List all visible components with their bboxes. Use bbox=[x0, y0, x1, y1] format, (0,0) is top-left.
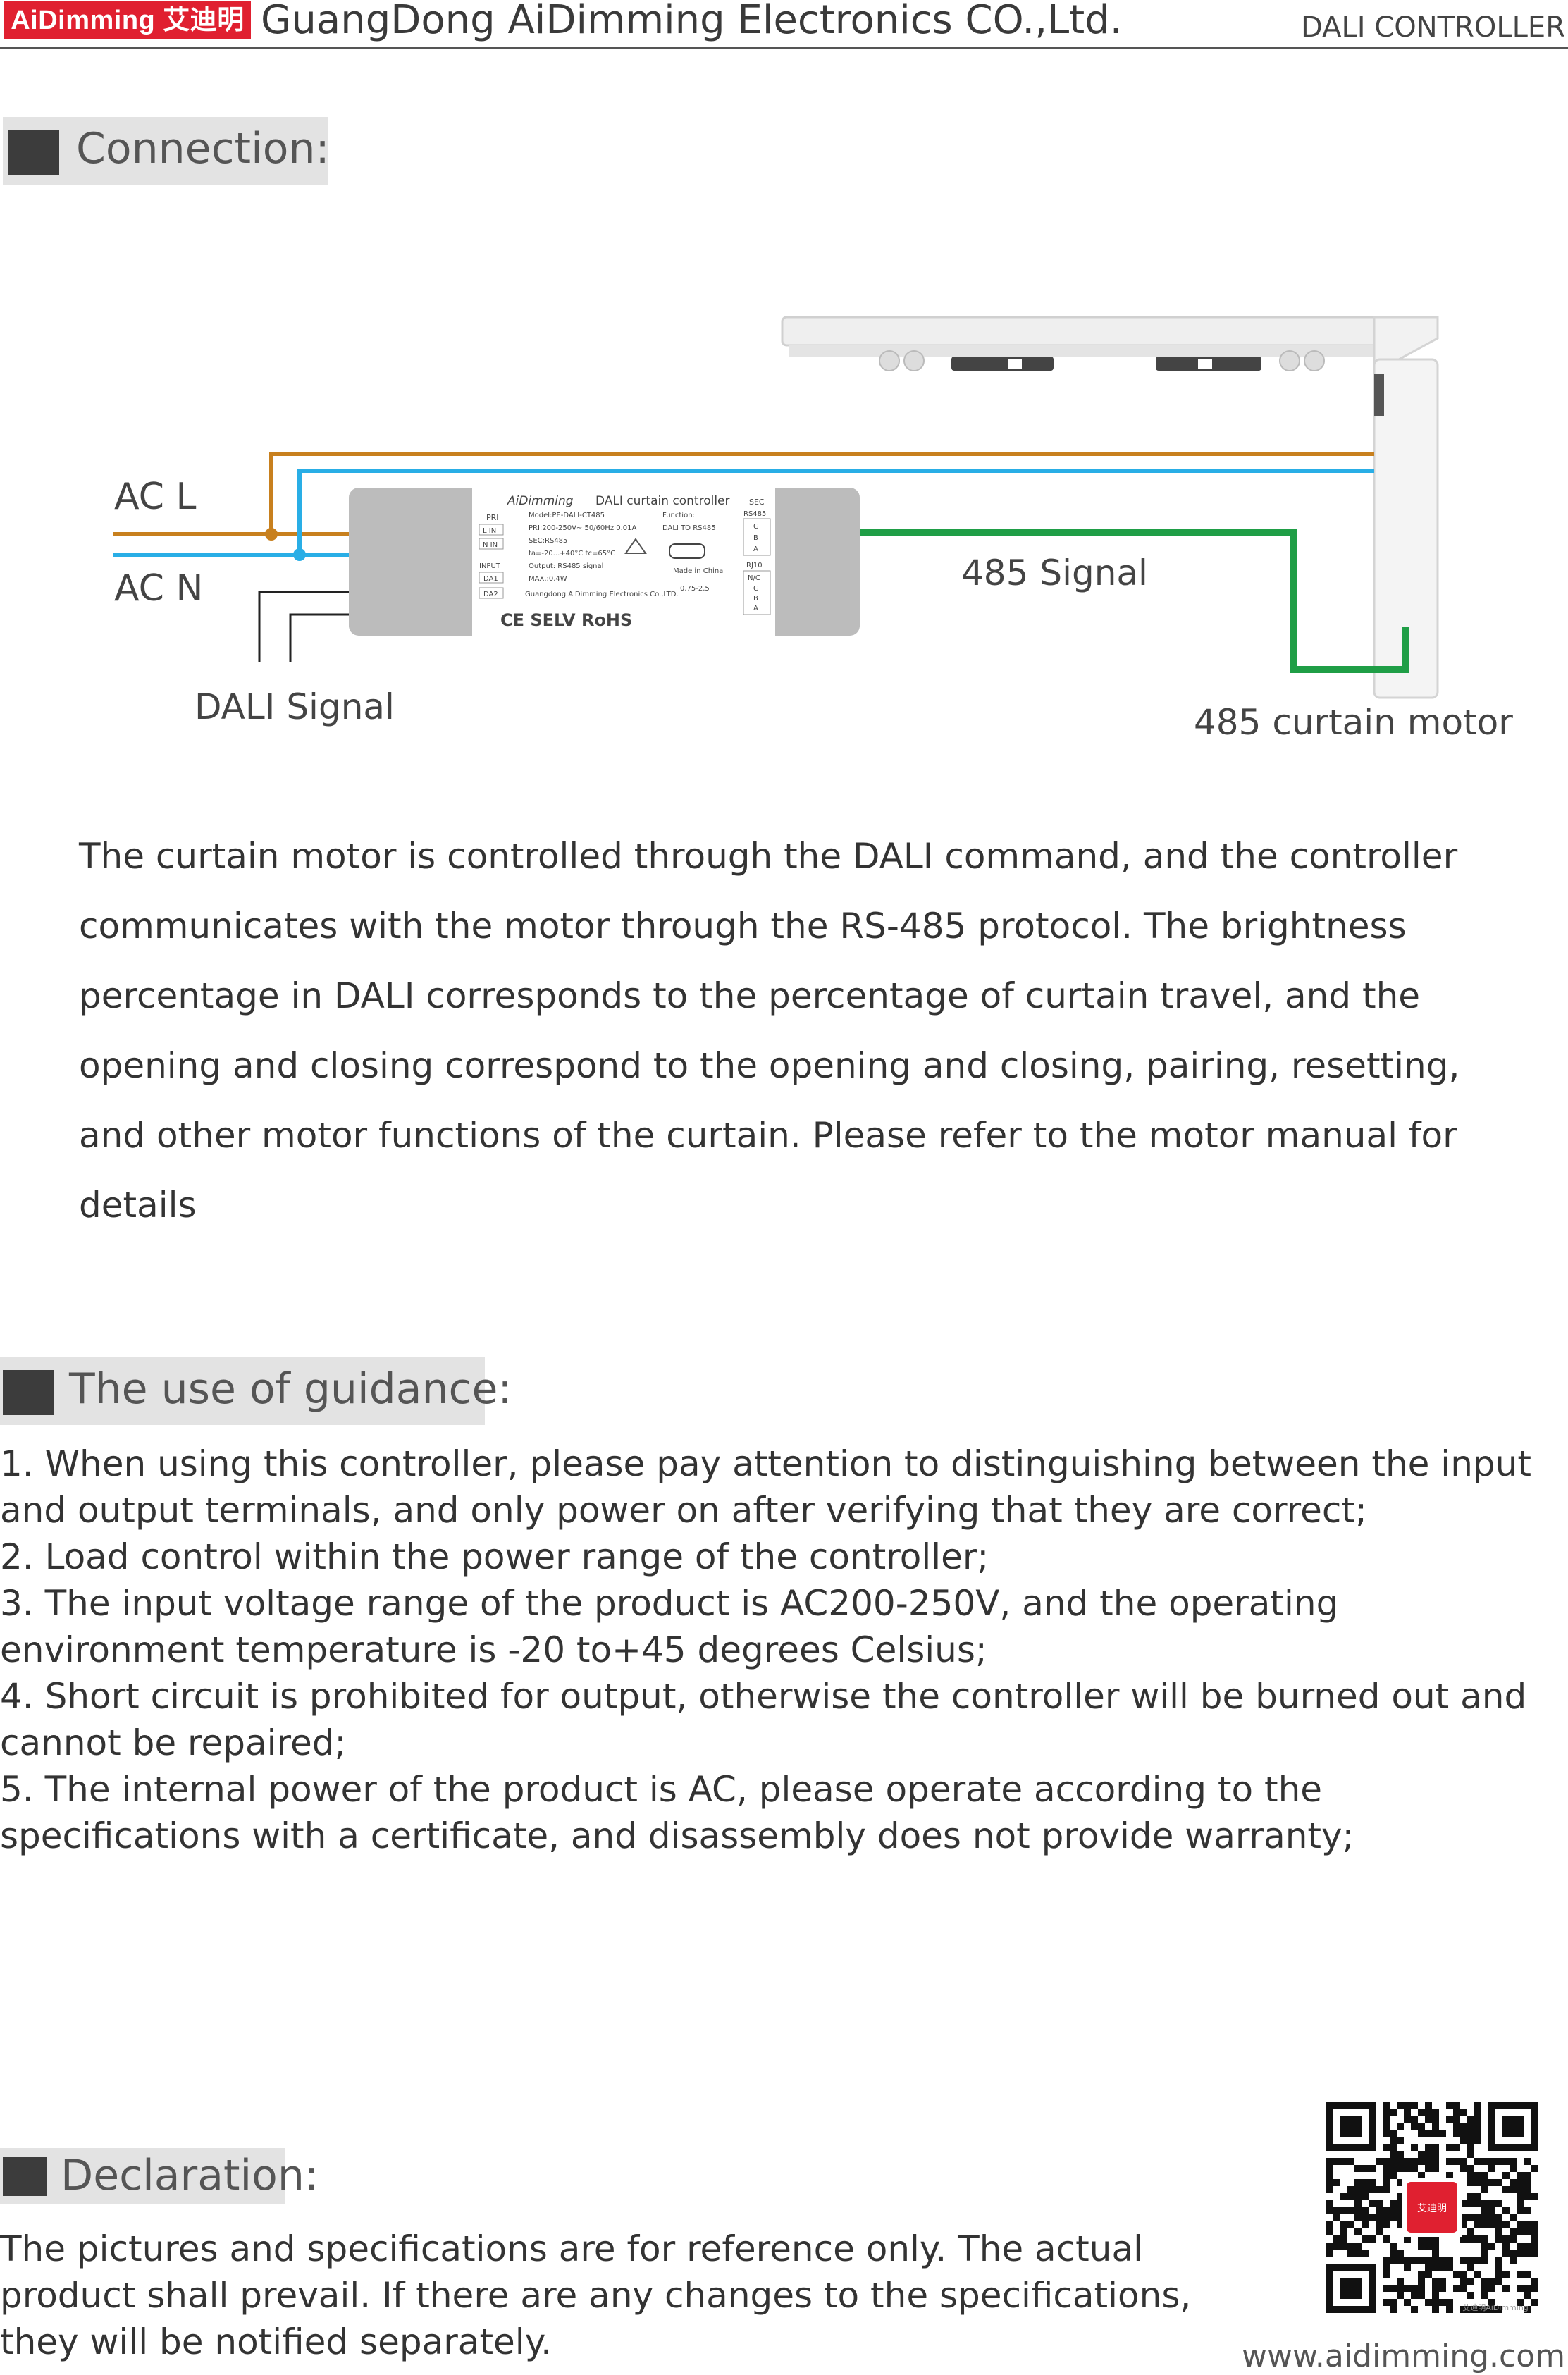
qr-code: 艾迪明 艾迪明AiDimming bbox=[1326, 2102, 1538, 2313]
device-da2: DA2 bbox=[483, 591, 498, 598]
text-line: The pictures and specifications are for … bbox=[0, 2228, 1143, 2269]
text-line: product shall prevail. If there are any … bbox=[0, 2275, 1192, 2316]
device-g2: G bbox=[753, 585, 759, 593]
list-item: 2. Load control within the power range o… bbox=[0, 1536, 989, 1577]
list-item: 4. Short circuit is prohibited for outpu… bbox=[0, 1676, 1527, 1763]
device-nc: N/C bbox=[748, 574, 760, 582]
text-line: percentage in DALI corresponds to the pe… bbox=[79, 975, 1421, 1016]
section-heading-label: Connection: bbox=[76, 124, 330, 173]
device-da1: DA1 bbox=[483, 575, 498, 583]
text-line: they will be notified separately. bbox=[0, 2321, 552, 2362]
rs485-wire bbox=[856, 529, 1409, 673]
device-wire: 0.75-2.5 bbox=[680, 585, 710, 593]
device-sec: SEC bbox=[749, 498, 765, 507]
label-ac-l: AC L bbox=[114, 476, 196, 518]
section-heading-guidance: The use of guidance: bbox=[0, 1357, 512, 1425]
device-rj10: RJ10 bbox=[746, 562, 763, 569]
device-a: A bbox=[753, 545, 758, 553]
guidance-list: 1. When using this controller, please pa… bbox=[0, 1441, 1557, 1859]
ac-n-wire bbox=[113, 469, 1374, 557]
device-l-in: L IN bbox=[483, 527, 496, 535]
label-dali-signal: DALI Signal bbox=[195, 686, 395, 727]
dali-wire-1 bbox=[258, 591, 352, 662]
brand-logo: AiDimming 艾迪明 bbox=[4, 1, 251, 39]
device-model: Model:PE-DALI-CT485 bbox=[529, 512, 605, 519]
qr-center-logo bbox=[1407, 2182, 1457, 2233]
wiring-diagram: AiDimming DALI curtain controller PRI L … bbox=[113, 316, 1513, 743]
device-made-in: Made in China bbox=[673, 567, 723, 575]
device-b: B bbox=[753, 534, 758, 542]
section-heading-connection: Connection: bbox=[3, 117, 330, 185]
ac-l-wire bbox=[113, 452, 1374, 536]
website-url[interactable]: www.aidimming.com bbox=[1242, 2338, 1565, 2374]
device-b2: B bbox=[753, 595, 758, 603]
text-line: opening and closing correspond to the op… bbox=[79, 1045, 1460, 1086]
curtain-motor bbox=[1373, 316, 1439, 699]
dali-curtain-controller: AiDimming DALI curtain controller PRI L … bbox=[349, 488, 860, 636]
declaration-text: The pictures and specifications are for … bbox=[0, 2226, 1240, 2365]
text-line: The curtain motor is controlled through … bbox=[79, 836, 1458, 877]
connection-description: The curtain motor is controlled through … bbox=[79, 822, 1531, 1240]
heading-square-icon bbox=[8, 130, 59, 175]
device-max: MAX.:0.4W bbox=[529, 575, 567, 583]
device-pri: PRI bbox=[486, 513, 499, 522]
list-item: 3. The input voltage range of the produc… bbox=[0, 1583, 1339, 1670]
qr-watermark: 艾迪明AiDimming bbox=[1462, 2303, 1529, 2312]
list-item: 1. When using this controller, please pa… bbox=[0, 1443, 1531, 1531]
text-line: and other motor functions of the curtain… bbox=[79, 1115, 1457, 1156]
device-a2: A bbox=[753, 605, 758, 612]
device-output: Output: RS485 signal bbox=[529, 562, 603, 570]
device-brand: AiDimming bbox=[507, 494, 574, 508]
warning-triangle-icon bbox=[624, 538, 647, 554]
device-g: G bbox=[753, 523, 759, 531]
list-item: 5. The internal power of the product is … bbox=[0, 1769, 1354, 1856]
device-sec-spec: SEC:RS485 bbox=[529, 537, 567, 545]
certification-mark-icon bbox=[669, 543, 705, 559]
heading-square-icon bbox=[3, 1370, 54, 1415]
section-heading-label: The use of guidance: bbox=[69, 1364, 512, 1414]
device-function-spec: DALI TO RS485 bbox=[662, 524, 716, 532]
text-line: details bbox=[79, 1185, 197, 1226]
device-maker: Guangdong AiDimming Electronics Co.,LTD. bbox=[525, 591, 679, 598]
device-title: DALI curtain controller bbox=[595, 494, 730, 508]
label-485-signal: 485 Signal bbox=[961, 553, 1148, 593]
device-compliance-marks: CE SELV RoHS bbox=[500, 610, 632, 630]
curtain-track bbox=[781, 316, 1404, 371]
qr-center-label: 艾迪明 bbox=[1417, 2203, 1447, 2214]
device-pri-spec: PRI:200-250V~ 50/60Hz 0.01A bbox=[529, 524, 637, 532]
device-n-in: N IN bbox=[483, 541, 498, 549]
header-divider bbox=[0, 47, 1568, 49]
company-name: GuangDong AiDimming Electronics CO.,Ltd. bbox=[261, 0, 1123, 43]
label-ac-n: AC N bbox=[114, 567, 203, 610]
section-heading-label: Declaration: bbox=[61, 2151, 319, 2200]
device-rs485: RS485 bbox=[743, 510, 766, 518]
document-title: DALI CONTROLLER bbox=[1301, 11, 1565, 44]
dali-wire-2 bbox=[289, 613, 352, 662]
section-heading-declaration: Declaration: bbox=[0, 2148, 319, 2204]
device-input: INPUT bbox=[479, 562, 501, 570]
device-function: Function: bbox=[662, 512, 695, 519]
label-485-curtain-motor: 485 curtain motor bbox=[1194, 702, 1513, 743]
heading-square-icon bbox=[3, 2157, 47, 2196]
device-temp: ta=-20...+40°C tc=65°C bbox=[529, 550, 615, 557]
text-line: communicates with the motor through the … bbox=[79, 906, 1407, 946]
